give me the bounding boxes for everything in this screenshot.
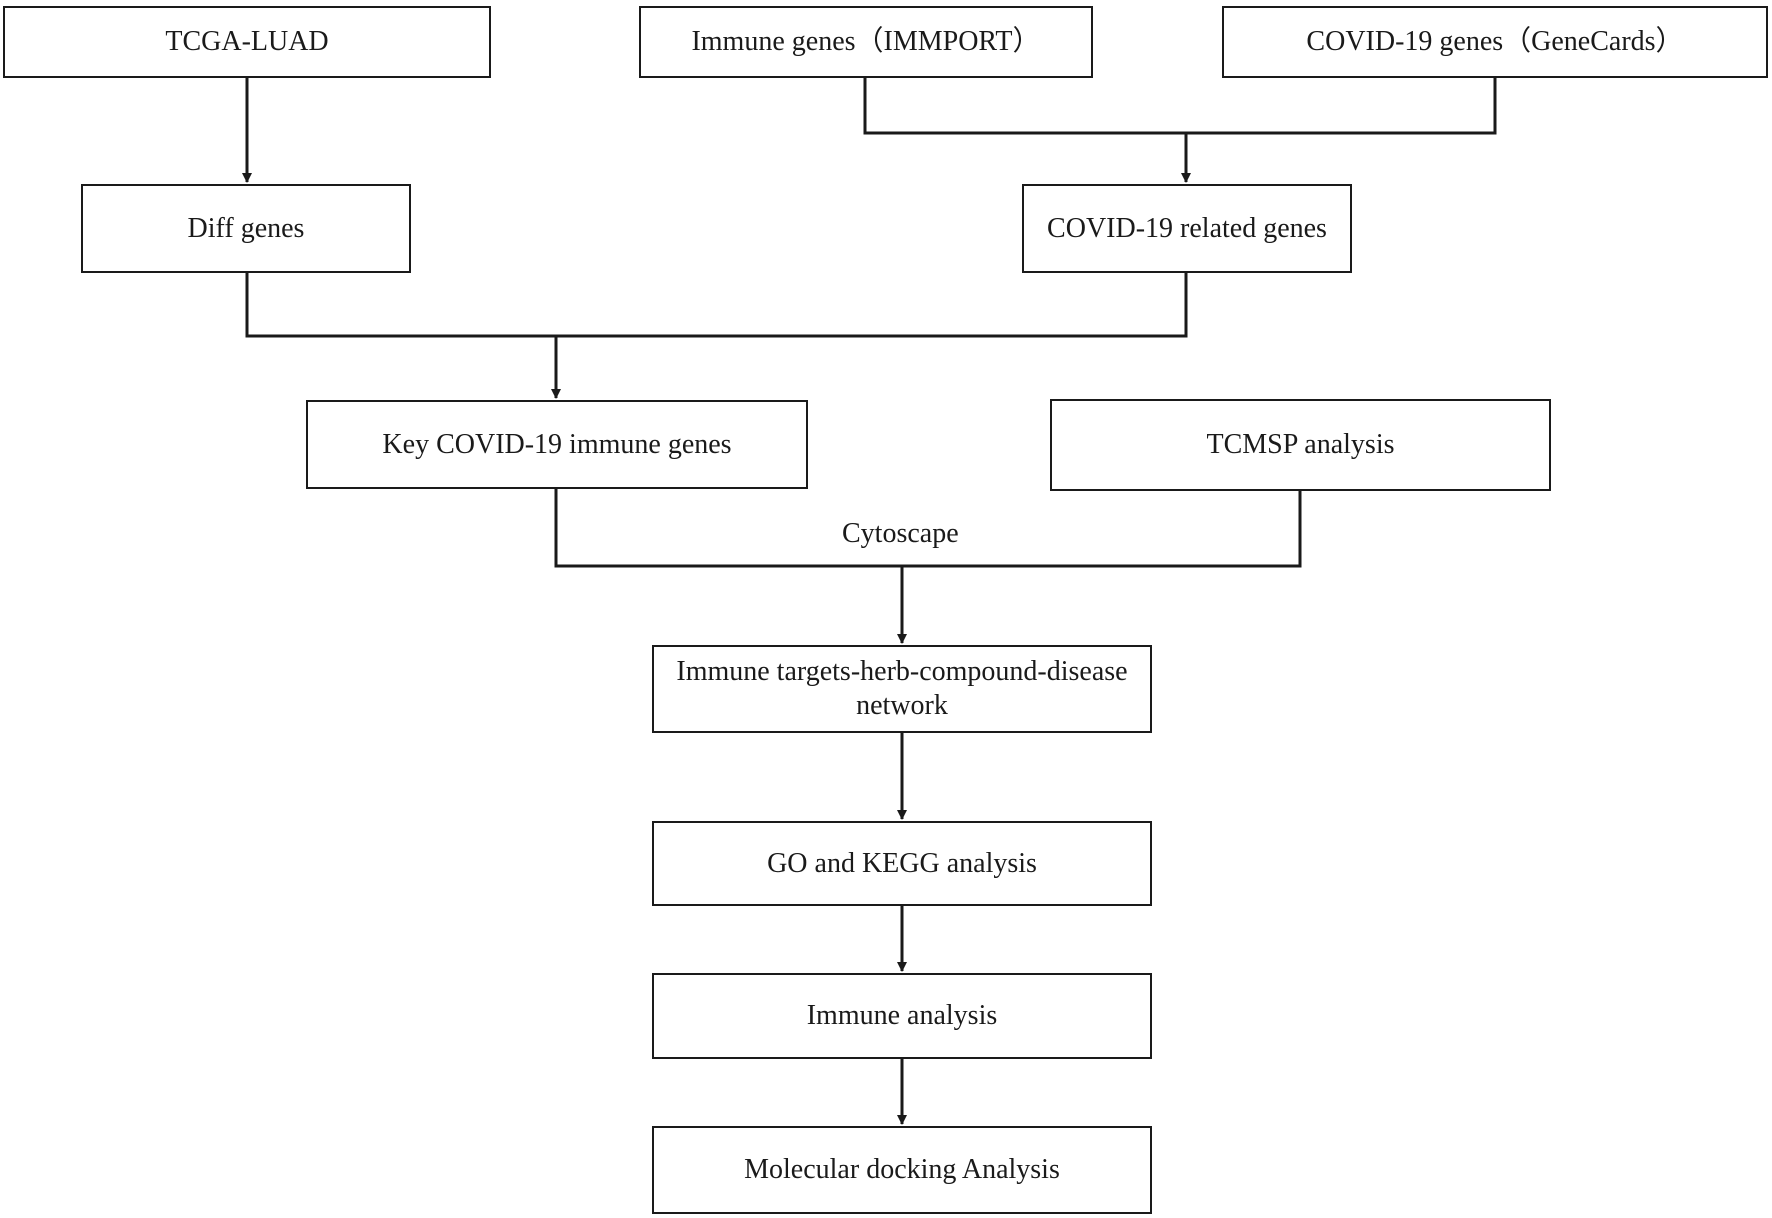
node-covid-related: COVID-19 related genes <box>1022 184 1352 273</box>
node-covid-genes: COVID-19 genes（GeneCards） <box>1222 6 1768 78</box>
edge-label-cytoscape: Cytoscape <box>842 518 959 549</box>
node-tcmsp: TCMSP analysis <box>1050 399 1551 491</box>
node-diff-genes: Diff genes <box>81 184 411 273</box>
node-network: Immune targets-herb-compound-disease net… <box>652 645 1152 733</box>
merge-key-tcmsp <box>554 489 1302 568</box>
node-docking: Molecular docking Analysis <box>652 1126 1152 1214</box>
merge-diff-covid-related <box>245 273 1188 338</box>
node-immune-analysis: Immune analysis <box>652 973 1152 1059</box>
node-tcga-luad: TCGA-LUAD <box>3 6 491 78</box>
node-immune-genes: Immune genes（IMMPORT） <box>639 6 1093 78</box>
node-go-kegg: GO and KEGG analysis <box>652 821 1152 906</box>
merge-immune-covid <box>863 78 1497 135</box>
node-key-immune: Key COVID-19 immune genes <box>306 400 808 489</box>
